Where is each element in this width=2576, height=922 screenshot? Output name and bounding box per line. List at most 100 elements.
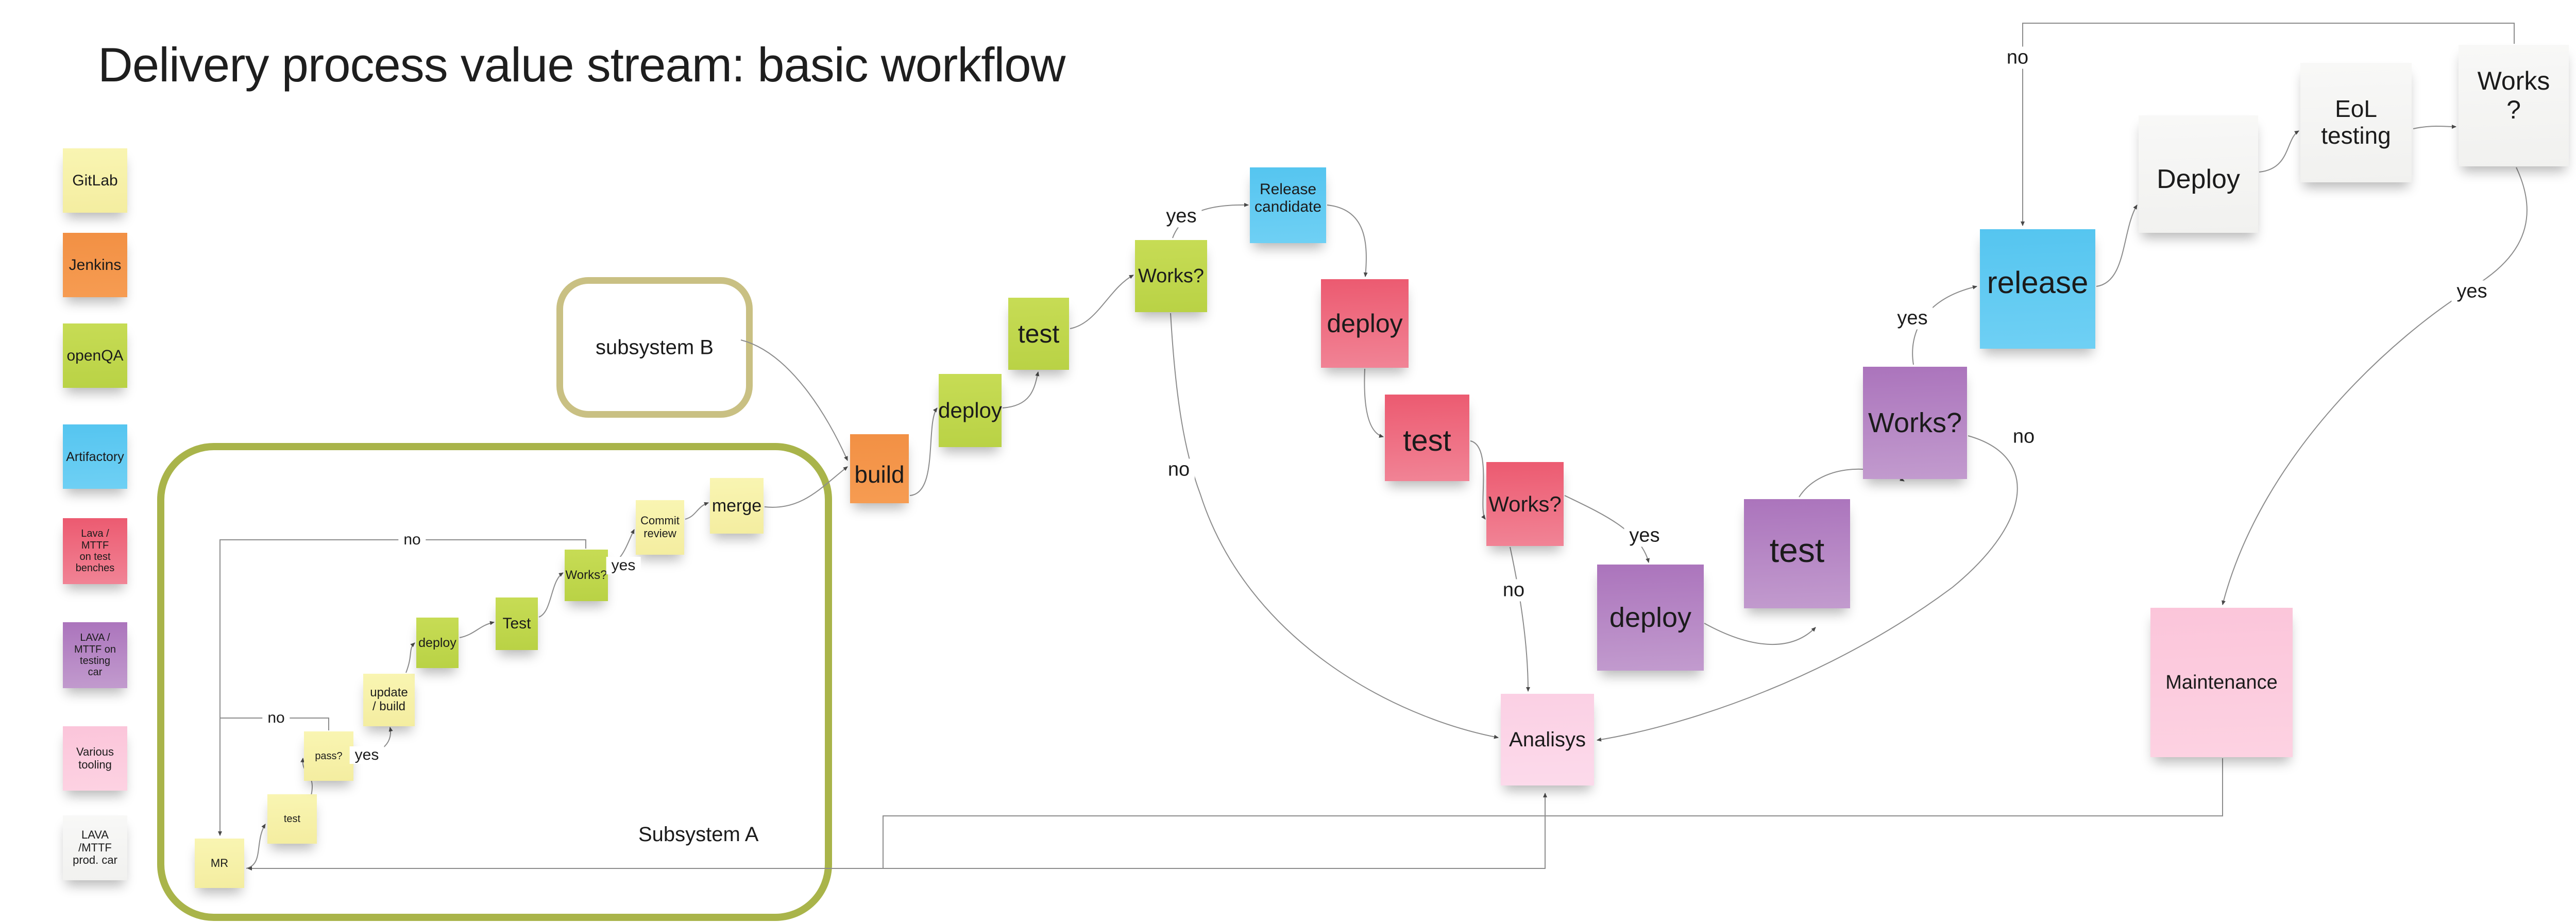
edge-label-works-b-no[interactable]: no xyxy=(1162,458,1195,481)
sticky-test-a2-label: Test xyxy=(502,615,531,633)
sticky-deploy-e[interactable]: Deploy xyxy=(2139,115,2258,233)
sticky-pass[interactable]: pass? xyxy=(304,731,353,781)
connector-update-build-to-deploy-a[interactable] xyxy=(405,642,415,673)
connector-subsystem-b-to-build[interactable] xyxy=(740,339,848,461)
edge-label-works-a-no[interactable]: no xyxy=(398,531,426,549)
connector-deploy-d-to-test-d[interactable] xyxy=(1704,623,1816,645)
connector-works-e-to-release[interactable] xyxy=(2021,23,2515,226)
connector-mr-to-test-a[interactable] xyxy=(246,824,266,869)
connector-works-d-to-analisys[interactable] xyxy=(1597,435,2018,742)
connector-works-c-to-analisys[interactable] xyxy=(1510,547,1530,692)
connector-test-b-to-works-b[interactable] xyxy=(1070,275,1134,329)
sticky-works-b[interactable]: Works? xyxy=(1135,240,1207,312)
sticky-deploy-c[interactable]: deploy xyxy=(1321,279,1409,368)
sticky-release[interactable]: release xyxy=(1980,229,2095,349)
sticky-legend-lava-prod-car-label: LAVA /MTTF prod. car xyxy=(73,828,117,867)
sticky-legend-various-tooling-label: Various tooling xyxy=(76,745,114,771)
sticky-test-d-label: test xyxy=(1769,531,1825,570)
board-title[interactable]: Delivery process value stream: basic wor… xyxy=(98,38,1065,92)
sticky-legend-jenkins[interactable]: Jenkins xyxy=(63,233,127,297)
sticky-legend-gitlab[interactable]: GitLab xyxy=(63,148,127,213)
connector-deploy-e-to-eol-testing[interactable] xyxy=(2259,130,2299,173)
edge-label-works-d-yes[interactable]: yes xyxy=(1892,307,1933,330)
sticky-legend-various-tooling[interactable]: Various tooling xyxy=(63,726,127,791)
sticky-works-a-label: Works? xyxy=(565,568,607,582)
sticky-release-candidate-label: Release candidate xyxy=(1254,180,1322,215)
sticky-deploy-e-label: Deploy xyxy=(2157,164,2240,194)
sticky-works-a[interactable]: Works? xyxy=(565,550,608,601)
sticky-test-c[interactable]: test xyxy=(1385,395,1469,481)
sticky-test-a-label: test xyxy=(283,813,301,825)
frame-subsystem-a-label: Subsystem A xyxy=(638,823,759,846)
sticky-merge-label: merge xyxy=(711,496,762,516)
sticky-test-b[interactable]: test xyxy=(1008,298,1069,370)
sticky-legend-jenkins-label: Jenkins xyxy=(69,256,122,274)
sticky-deploy-d[interactable]: deploy xyxy=(1597,565,1704,671)
connector-merge-to-build[interactable] xyxy=(764,466,848,508)
edge-label-works-a-yes[interactable]: yes xyxy=(606,557,641,574)
sticky-eol-testing[interactable]: EoL testing xyxy=(2300,63,2412,182)
connector-deploy-c-to-test-c[interactable] xyxy=(1364,368,1384,438)
sticky-update-build-label: update / build xyxy=(370,686,408,713)
connector-maintenance-to-analisys[interactable] xyxy=(883,793,1547,869)
sticky-test-b-label: test xyxy=(1018,319,1060,348)
sticky-release-candidate[interactable]: Release candidate xyxy=(1250,167,1326,243)
sticky-deploy-a[interactable]: deploy xyxy=(416,618,459,668)
sticky-works-c[interactable]: Works? xyxy=(1486,462,1564,546)
connector-deploy-b-to-test-b[interactable] xyxy=(1002,371,1040,408)
connector-test-a2-to-works-a[interactable] xyxy=(538,572,564,618)
edge-label-works-e-yes[interactable]: yes xyxy=(2451,280,2493,303)
connector-works-e-to-maintenance[interactable] xyxy=(2222,167,2528,605)
sticky-deploy-b[interactable]: deploy xyxy=(938,374,1002,447)
sticky-maintenance[interactable]: Maintenance xyxy=(2150,608,2293,757)
edge-label-works-b-yes[interactable]: yes xyxy=(1161,205,1202,228)
connector-pass-to-mr[interactable] xyxy=(220,718,329,730)
sticky-legend-lava-prod-car[interactable]: LAVA /MTTF prod. car xyxy=(63,815,127,880)
frame-subsystem-a[interactable]: Subsystem A xyxy=(157,443,832,921)
connector-test-c-to-works-c[interactable] xyxy=(1470,440,1486,520)
sticky-test-a2[interactable]: Test xyxy=(496,597,538,650)
sticky-works-e[interactable]: Works ? xyxy=(2459,45,2569,166)
sticky-deploy-c-label: deploy xyxy=(1327,309,1403,338)
sticky-deploy-a-label: deploy xyxy=(418,636,456,650)
sticky-legend-openqa[interactable]: openQA xyxy=(63,323,127,388)
connector-build-to-deploy-b[interactable] xyxy=(909,407,938,496)
edge-label-pass-no[interactable]: no xyxy=(262,709,290,727)
connector-eol-testing-to-works-e[interactable] xyxy=(2413,124,2456,129)
sticky-build-label: build xyxy=(854,461,905,488)
edge-label-works-c-yes[interactable]: yes xyxy=(1624,524,1665,547)
sticky-merge[interactable]: merge xyxy=(710,478,764,534)
edge-label-pass-yes[interactable]: yes xyxy=(349,746,384,764)
connector-works-b-to-analisys[interactable] xyxy=(1170,313,1499,739)
edge-label-works-e-no[interactable]: no xyxy=(2001,46,2034,69)
connector-release-to-deploy-e[interactable] xyxy=(2096,204,2138,287)
connector-maintenance-to-mr[interactable] xyxy=(247,758,2223,870)
sticky-legend-lava-testing-car[interactable]: LAVA / MTTF on testing car xyxy=(63,622,127,688)
sticky-test-d[interactable]: test xyxy=(1744,499,1850,608)
sticky-release-label: release xyxy=(1987,265,2089,300)
sticky-legend-artifactory[interactable]: Artifactory xyxy=(63,424,127,489)
sticky-commit-review-label: Commit review xyxy=(640,514,680,540)
sticky-eol-testing-label: EoL testing xyxy=(2321,95,2391,149)
connector-works-c-to-deploy-d[interactable] xyxy=(1564,495,1650,563)
edge-label-works-d-no[interactable]: no xyxy=(2007,425,2040,448)
sticky-works-d-label: Works? xyxy=(1868,407,1962,438)
frame-subsystem-b-label: subsystem B xyxy=(596,336,714,358)
sticky-works-e-label: Works ? xyxy=(2477,66,2550,124)
sticky-legend-lava-bench[interactable]: Lava / MTTF on test benches xyxy=(63,518,127,584)
sticky-works-d[interactable]: Works? xyxy=(1863,367,1967,479)
sticky-update-build[interactable]: update / build xyxy=(363,674,415,726)
frame-subsystem-b[interactable]: subsystem B xyxy=(556,277,753,418)
sticky-legend-lava-bench-label: Lava / MTTF on test benches xyxy=(75,528,115,574)
sticky-mr[interactable]: MR xyxy=(195,839,244,888)
connector-release-candidate-to-deploy-c[interactable] xyxy=(1327,204,1368,277)
sticky-commit-review[interactable]: Commit review xyxy=(636,500,684,555)
connector-commit-review-to-merge[interactable] xyxy=(685,502,709,520)
sticky-test-a[interactable]: test xyxy=(267,794,317,844)
sticky-build[interactable]: build xyxy=(850,434,909,503)
sticky-legend-gitlab-label: GitLab xyxy=(72,172,118,189)
sticky-analisys[interactable]: Analisys xyxy=(1501,694,1594,786)
connector-deploy-a-to-test-a2[interactable] xyxy=(459,621,495,638)
edge-label-works-c-no[interactable]: no xyxy=(1497,579,1530,602)
sticky-mr-label: MR xyxy=(210,856,229,869)
